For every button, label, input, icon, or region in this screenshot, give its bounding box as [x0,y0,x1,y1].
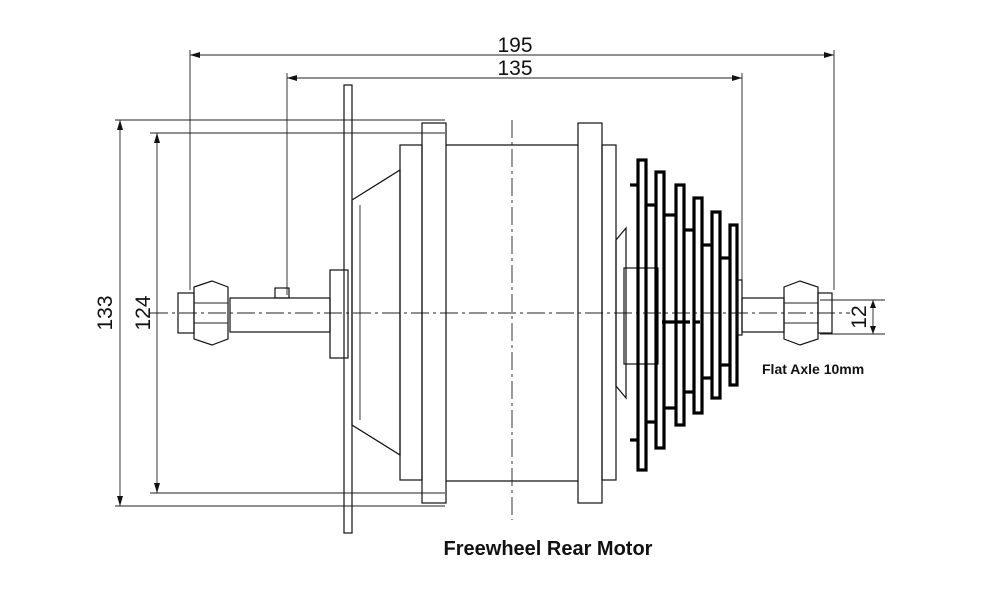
right-nut [783,280,833,346]
freewheel-cassette [630,158,739,472]
dimension-135: 135 [286,57,743,295]
left-axle [229,287,331,333]
dim-195-label: 195 [497,34,532,57]
right-axle [736,279,785,336]
dimension-195: 195 [189,34,835,290]
dim-135-label: 135 [497,57,532,80]
dim-12-label: 12 [848,305,871,328]
left-flange [329,84,353,534]
dim-133-label: 133 [94,295,117,330]
left-nut [177,280,229,346]
axle-note-label: Flat Axle 10mm [762,361,864,377]
freewheel-core [615,226,659,400]
dimension-133: 133 [94,119,445,507]
dimension-12: 12 [820,299,885,335]
drawing-title: Freewheel Rear Motor [444,538,653,560]
dim-124-label: 124 [132,295,155,330]
